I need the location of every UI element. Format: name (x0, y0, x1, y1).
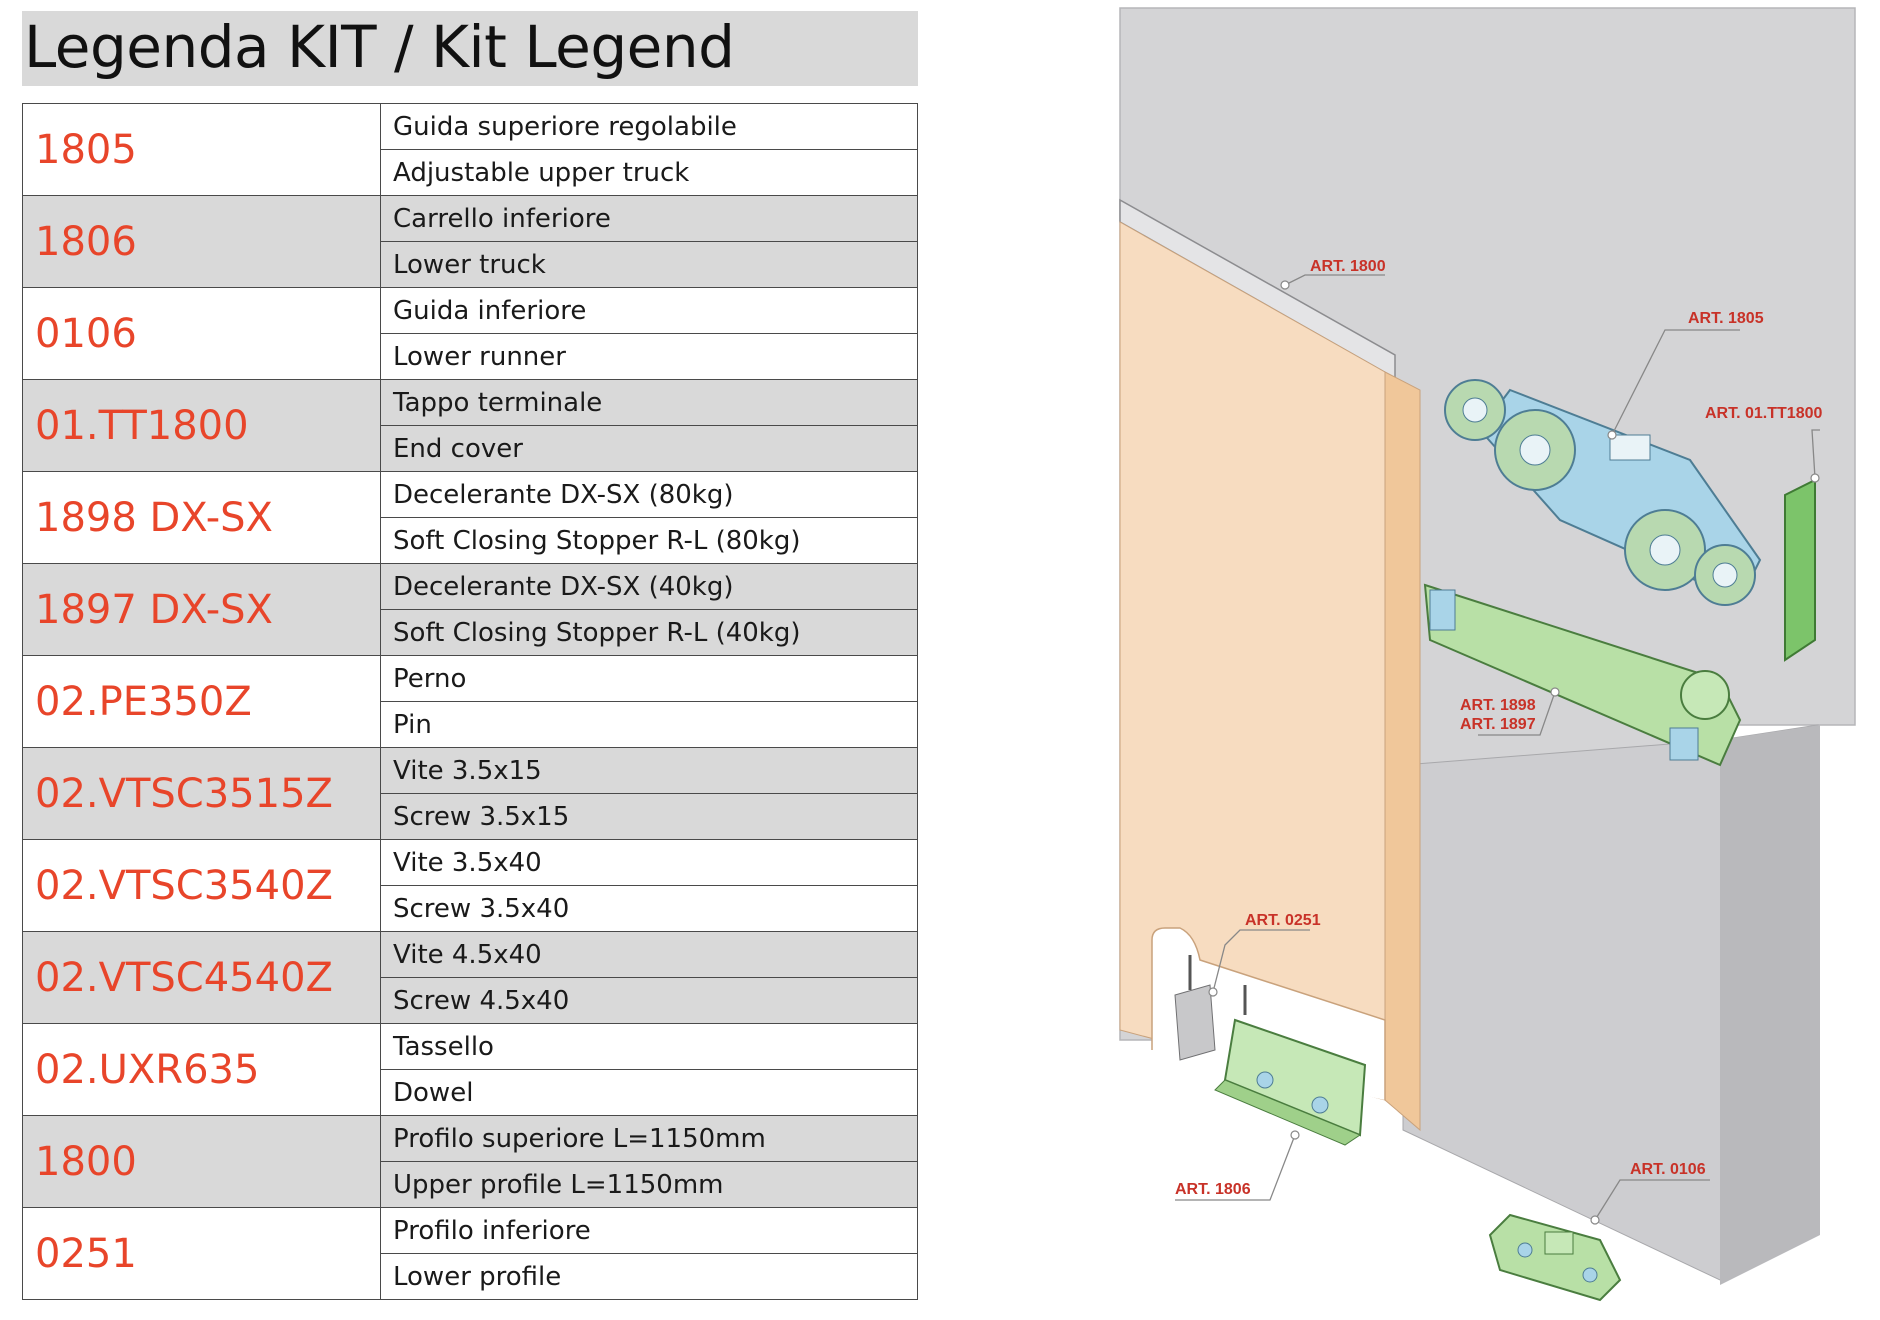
legend-row-english: Screw 3.5x15 (23, 793, 918, 840)
callout-art-1800: ART. 1800 (1310, 258, 1386, 275)
description-italian: Profilo superiore L=1150mm (380, 1115, 918, 1162)
description-english: Soft Closing Stopper R-L (80kg) (380, 517, 918, 564)
legend-row-english: Upper profile L=1150mm (23, 1161, 918, 1208)
description-italian: Vite 4.5x40 (380, 931, 918, 978)
callout-art-0106: ART. 0106 (1630, 1161, 1706, 1178)
callout-art-1897: ART. 1897 (1460, 716, 1536, 733)
lower-truck-assembly (1174, 955, 1367, 1146)
gray-panel-side (1720, 725, 1820, 1285)
legend-row-english: Lower profile (23, 1253, 918, 1300)
description-italian: Carrello inferiore (380, 195, 918, 242)
description-italian: Tappo terminale (380, 379, 918, 426)
legend-row-english: Soft Closing Stopper R-L (80kg) (23, 517, 918, 564)
description-english: Lower profile (380, 1253, 918, 1300)
legend-row-english: Soft Closing Stopper R-L (40kg) (23, 609, 918, 656)
description-italian: Guida inferiore (380, 287, 918, 334)
callout-art-1806: ART. 1806 (1175, 1181, 1251, 1198)
description-italian: Vite 3.5x40 (380, 839, 918, 886)
description-italian: Decelerante DX-SX (40kg) (380, 563, 918, 610)
description-english: Lower truck (380, 241, 918, 288)
article-code: 02.VTSC3540Z (22, 839, 381, 932)
article-code: 1898 DX-SX (22, 471, 381, 564)
description-english: Upper profile L=1150mm (380, 1161, 918, 1208)
description-english: Screw 3.5x40 (380, 885, 918, 932)
callout-art-01-tt1800: ART. 01.TT1800 (1705, 405, 1822, 422)
legend-row-english: Adjustable upper truck (23, 149, 918, 196)
upper-truck-assembly (1444, 379, 1762, 606)
description-italian: Guida superiore regolabile (380, 103, 918, 150)
description-italian: Vite 3.5x15 (380, 747, 918, 794)
article-code: 1805 (22, 103, 381, 196)
title-bar: Legenda KIT / Kit Legend (22, 11, 918, 86)
callout-art-1898: ART. 1898 (1460, 697, 1536, 714)
description-italian: Tassello (380, 1023, 918, 1070)
description-english: Lower runner (380, 333, 918, 380)
end-cover (1784, 478, 1816, 662)
article-code: 02.UXR635 (22, 1023, 381, 1116)
legend-row-english: Screw 4.5x40 (23, 977, 918, 1024)
description-italian: Perno (380, 655, 918, 702)
legend-row-english: Dowel (23, 1069, 918, 1116)
legend-row-english: Screw 3.5x40 (23, 885, 918, 932)
article-code: 02.VTSC4540Z (22, 931, 381, 1024)
article-code: 02.PE350Z (22, 655, 381, 748)
description-english: Screw 3.5x15 (380, 793, 918, 840)
description-english: Soft Closing Stopper R-L (40kg) (380, 609, 918, 656)
lower-runner (1488, 1213, 1622, 1302)
description-italian: Decelerante DX-SX (80kg) (380, 471, 918, 518)
article-code: 0106 (22, 287, 381, 380)
article-code: 1806 (22, 195, 381, 288)
callout-art-1805: ART. 1805 (1688, 310, 1764, 327)
article-code: 0251 (22, 1207, 381, 1300)
legend-row-english: Lower runner (23, 333, 918, 380)
page-title: Legenda KIT / Kit Legend (24, 13, 735, 81)
exploded-assembly-drawing: ART. 1800 ART. 1805 ART. 01.TT1800 ART. … (1119, 7, 1856, 1302)
article-code: 02.VTSC3515Z (22, 747, 381, 840)
callout-art-0251: ART. 0251 (1245, 912, 1321, 929)
article-code: 01.TT1800 (22, 379, 381, 472)
soft-closing-stopper (1423, 583, 1742, 767)
description-italian: Profilo inferiore (380, 1207, 918, 1254)
description-english: Dowel (380, 1069, 918, 1116)
description-english: Pin (380, 701, 918, 748)
description-english: Screw 4.5x40 (380, 977, 918, 1024)
article-code: 1800 (22, 1115, 381, 1208)
description-english: End cover (380, 425, 918, 472)
description-english: Adjustable upper truck (380, 149, 918, 196)
article-code: 1897 DX-SX (22, 563, 381, 656)
wooden-door-side (1384, 371, 1421, 1132)
